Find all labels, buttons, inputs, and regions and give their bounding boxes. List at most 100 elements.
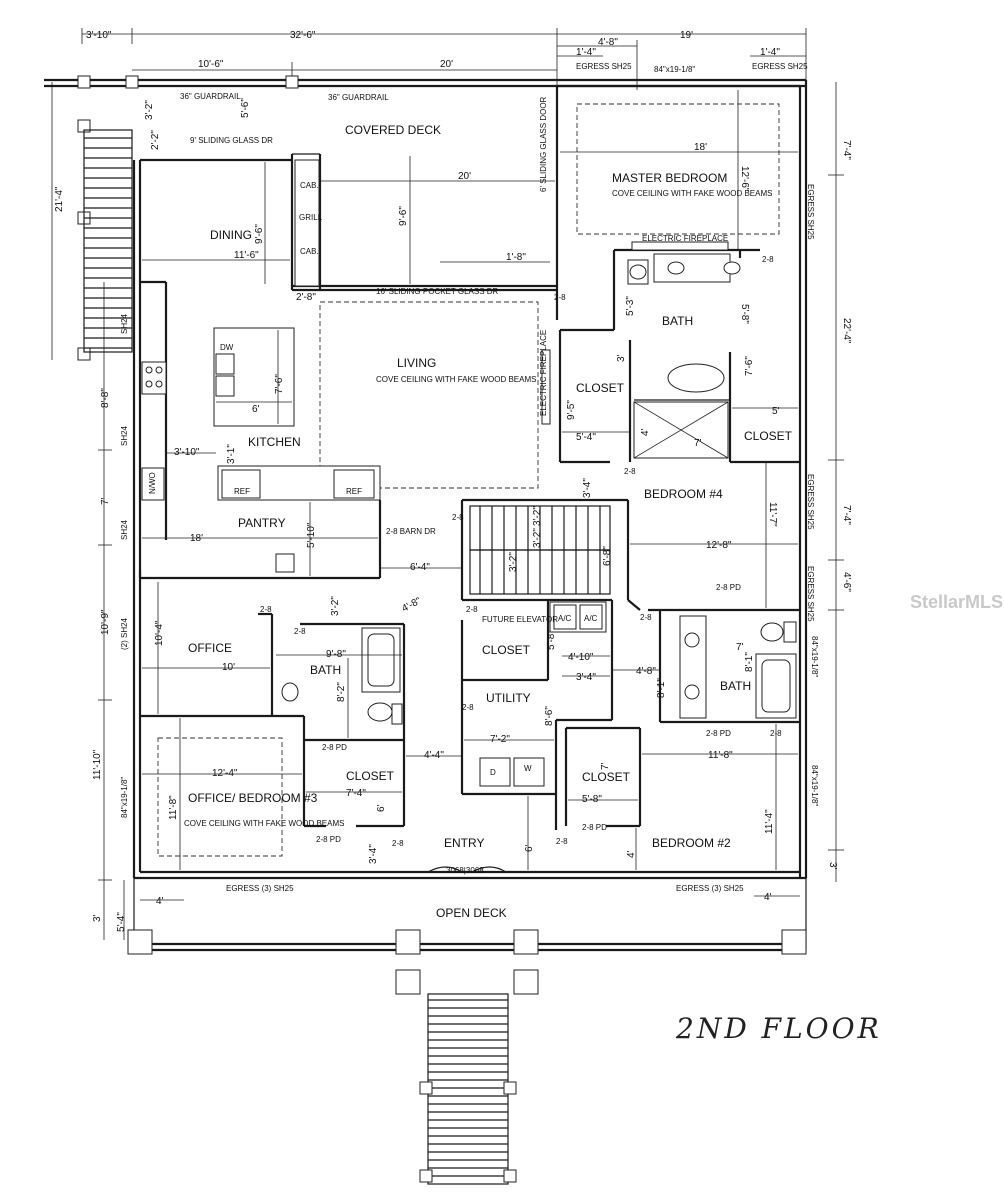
room-pantry: PANTRY: [238, 516, 286, 530]
room-closet-elevator: CLOSET: [482, 643, 531, 657]
dim-master-12-6: 12'-6": [739, 166, 750, 192]
room-entry: ENTRY: [444, 836, 484, 850]
interior-dimensions: 18' 12'-6" 20' 9'-6" 9'-6" 11'-6" 1'-8" …: [140, 90, 800, 907]
dim-bottom-4b: 4': [764, 892, 772, 903]
dim-stair-3-2b: 3'-2": [532, 528, 543, 548]
note-sliding-glass-9: 9' SLIDING GLASS DR: [190, 136, 273, 145]
dim-3: 3': [92, 914, 103, 922]
door-28-k: 2-8: [556, 837, 568, 846]
room-closet-bed2: CLOSET: [582, 770, 631, 784]
dim-stair-3-2c: 3'-2": [508, 552, 519, 572]
dim-right-11-4: 11'-4": [764, 809, 775, 834]
room-closet-master-left: CLOSET: [576, 381, 625, 395]
note-cab2: CAB.: [300, 247, 319, 256]
egress-right3: EGRESS SH25: [806, 566, 815, 622]
dim-21-4: 21'-4": [54, 186, 65, 212]
dim-5-6: 5'-6": [240, 98, 251, 118]
bedroom3-note: COVE CEILING WITH FAKE WOOD BEAMS: [184, 819, 344, 828]
note-grill: GRILL: [299, 213, 323, 222]
dim-4-6: 4'-6": [841, 572, 852, 592]
room-office-bedroom3: OFFICE/ BEDROOM #3: [188, 791, 318, 805]
dim-kitchen-3-10: 3'-10": [174, 447, 200, 458]
dim-22-4: 22'-4": [841, 318, 852, 344]
note-nwo: N/WO: [148, 472, 157, 494]
dim-closet-4: 4': [640, 428, 651, 436]
note-ref1: REF: [234, 487, 250, 496]
dim-pantry-18: 18': [190, 533, 203, 544]
dim-1-4a: 1'-4": [576, 47, 596, 58]
room-bath-bed4: BATH: [720, 679, 751, 693]
room-office: OFFICE: [188, 641, 232, 655]
dim-20: 20': [440, 59, 453, 70]
note-d: D: [490, 768, 496, 777]
note-barn-door: 2-8 BARN DR: [386, 527, 436, 536]
note-ref2: REF: [346, 487, 362, 496]
dim-2-2: 2'-2": [150, 130, 161, 150]
egress-top-right: EGRESS SH25: [752, 62, 808, 71]
window-top-mid: 84"x19-1/8": [654, 65, 695, 74]
dim-deck-9-6: 9'-6": [398, 206, 409, 226]
room-dining: DINING: [210, 228, 252, 242]
dim-19: 19': [680, 30, 693, 41]
dim-10-9: 10'-9": [100, 609, 111, 635]
dim-10-6: 10'-6": [198, 59, 224, 70]
dim-7-4b: 7'-4": [841, 505, 852, 525]
dim-elev-5-8: 5'-8": [546, 630, 557, 650]
note-dw: DW: [220, 343, 234, 352]
dim-office-10-4: 10'-4": [154, 620, 165, 646]
sh24-d: (2) SH24: [120, 617, 129, 650]
dim-entry-6: 6': [524, 844, 535, 852]
living-note: COVE CEILING WITH FAKE WOOD BEAMS: [376, 375, 536, 384]
dim-bed4-12-8: 12'-8": [706, 540, 732, 551]
dim-2-8: 2'-8": [296, 292, 316, 303]
dim-bath2-7: 7': [736, 642, 744, 653]
door-28-a: 2-8: [762, 255, 774, 264]
dim-elev-4-10: 4'-10": [568, 652, 594, 663]
egress-bottom-right: EGRESS (3) SH25: [676, 884, 744, 893]
door-28-g: 2-8: [466, 605, 478, 614]
dim-util-8-6: 8'-6": [544, 706, 555, 726]
door-28-h: 2-8: [640, 613, 652, 622]
note-entry-door: 3068|3068: [446, 866, 484, 875]
dim-7: 7': [100, 497, 111, 505]
dim-elev-3-4: 3'-4": [576, 672, 596, 683]
right-dimensions: 7'-4" 22'-4" 7'-4" 4'-6" 3' EGRESS SH25 …: [806, 82, 852, 882]
note-pocket-glass: 16' SLIDING POCKET GLASS DR: [376, 287, 499, 296]
window-left: 84"x19-1/8": [120, 777, 129, 818]
window-right1: 84"x19-1/8": [810, 636, 819, 677]
dim-kitchen-3-1: 3'-1": [226, 444, 237, 464]
sh24-c: SH24: [120, 519, 129, 540]
dim-8-8: 8'-8": [100, 388, 111, 408]
dim-util-7-2: 7'-2": [490, 734, 510, 745]
room-closet-office: CLOSET: [346, 769, 395, 783]
cove-ceiling-outlines: [157, 103, 780, 857]
dim-bed3-11-8: 11'-8": [168, 795, 179, 820]
dim-closet2-6: 6': [376, 804, 387, 812]
dim-dining-11-6: 11'-6": [234, 250, 259, 261]
note-future-elevator: FUTURE ELEVATOR: [482, 615, 558, 624]
note-pd2: 2-8 PD: [316, 835, 341, 844]
deck-posts: [77, 75, 299, 361]
dim-4-4: 4'-4": [424, 750, 444, 761]
dim-bath-8-2: 8'-2": [336, 682, 347, 702]
dim-bed3-12-4: 12'-4": [212, 768, 238, 779]
note-w: W: [524, 764, 532, 773]
interior-walls: [138, 248, 800, 830]
top-dimensions: 3'-10" 32'-6" 4'-8" 19' 1'-4" 1'-4" 10'-…: [81, 28, 808, 90]
sh24-a: SH24: [120, 313, 129, 334]
note-pd5: 2-8 PD: [706, 729, 731, 738]
dim-stair-6-8: 6'-8": [602, 546, 613, 566]
dim-3-4b: 3'-4": [368, 844, 379, 864]
dim-4-8: 4'-8": [400, 595, 423, 614]
dim-bath-9-8: 9'-8": [326, 649, 346, 660]
door-28-i: 2-8: [462, 703, 474, 712]
dim-bed2-11-8: 11'-8": [708, 750, 733, 761]
dim-bath-5-8: 5'-8": [739, 304, 750, 324]
dim-11-10: 11'-10": [92, 749, 103, 780]
outer-walls: [44, 78, 808, 880]
open-deck: [127, 866, 807, 1185]
room-living: LIVING: [397, 356, 436, 370]
dim-closet-9-5: 9'-5": [566, 400, 577, 420]
window-right2: 84"x19-1/8": [810, 765, 819, 806]
